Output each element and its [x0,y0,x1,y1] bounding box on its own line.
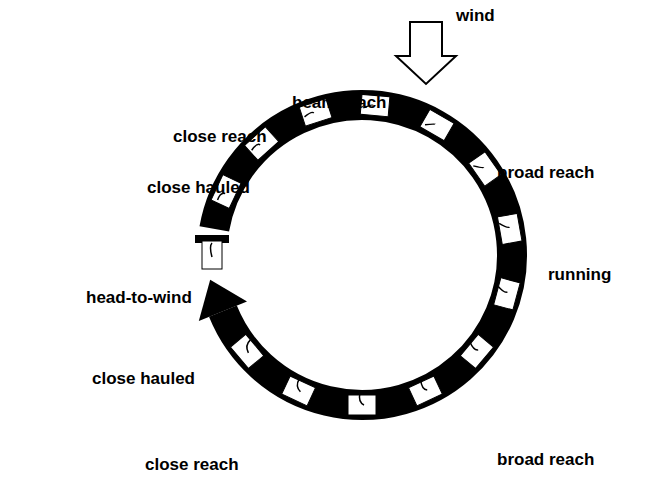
boat-sail [420,379,428,391]
boat-icon [420,109,454,140]
head-to-wind-boat [202,241,222,269]
boat-hull [460,334,493,368]
boat-hull [202,241,222,269]
boat-sail [497,286,508,293]
boat-hull [497,213,522,244]
boat-sail [473,161,483,171]
boat-sail [294,379,305,392]
boat-icon [282,375,316,406]
course-band [214,105,512,405]
point-of-sail-label: head-to-wind [86,288,192,308]
point-of-sail-label: close reach [173,127,267,147]
boat-sail [243,340,256,353]
point-of-sail-label: beam reach [292,93,387,113]
boat-hull [494,278,521,310]
boat-icon [459,333,494,368]
boat-hull [420,109,454,140]
boat-hull [282,376,316,406]
boat-icon [493,278,520,310]
boat-icon [408,374,443,406]
boat-icon [348,393,376,415]
point-of-sail-label: running [548,265,611,285]
boat-hull [408,376,442,406]
boat-sail [468,342,479,351]
boat-icon [469,152,501,186]
boat-sail [359,393,364,405]
boat-hull [348,395,376,415]
boat-hull [230,334,263,368]
point-of-sail-label: close hauled [92,369,195,389]
point-of-sail-label: broad reach [497,450,594,470]
course-ring [195,105,512,405]
point-of-sail-label: close hauled [147,178,250,198]
wind-arrow [396,22,456,84]
boat-hull [469,152,501,186]
boat-icon [230,334,263,368]
boat-sail [425,120,435,129]
boat-icon [497,213,522,244]
boat-sail [304,112,314,117]
point-of-sail-label: close reach [145,455,239,475]
course-arrowhead [199,280,247,321]
boat-sail [499,222,509,229]
wind-label: wind [456,6,495,26]
point-of-sail-label: broad reach [497,163,594,183]
boat-sail [211,243,213,257]
